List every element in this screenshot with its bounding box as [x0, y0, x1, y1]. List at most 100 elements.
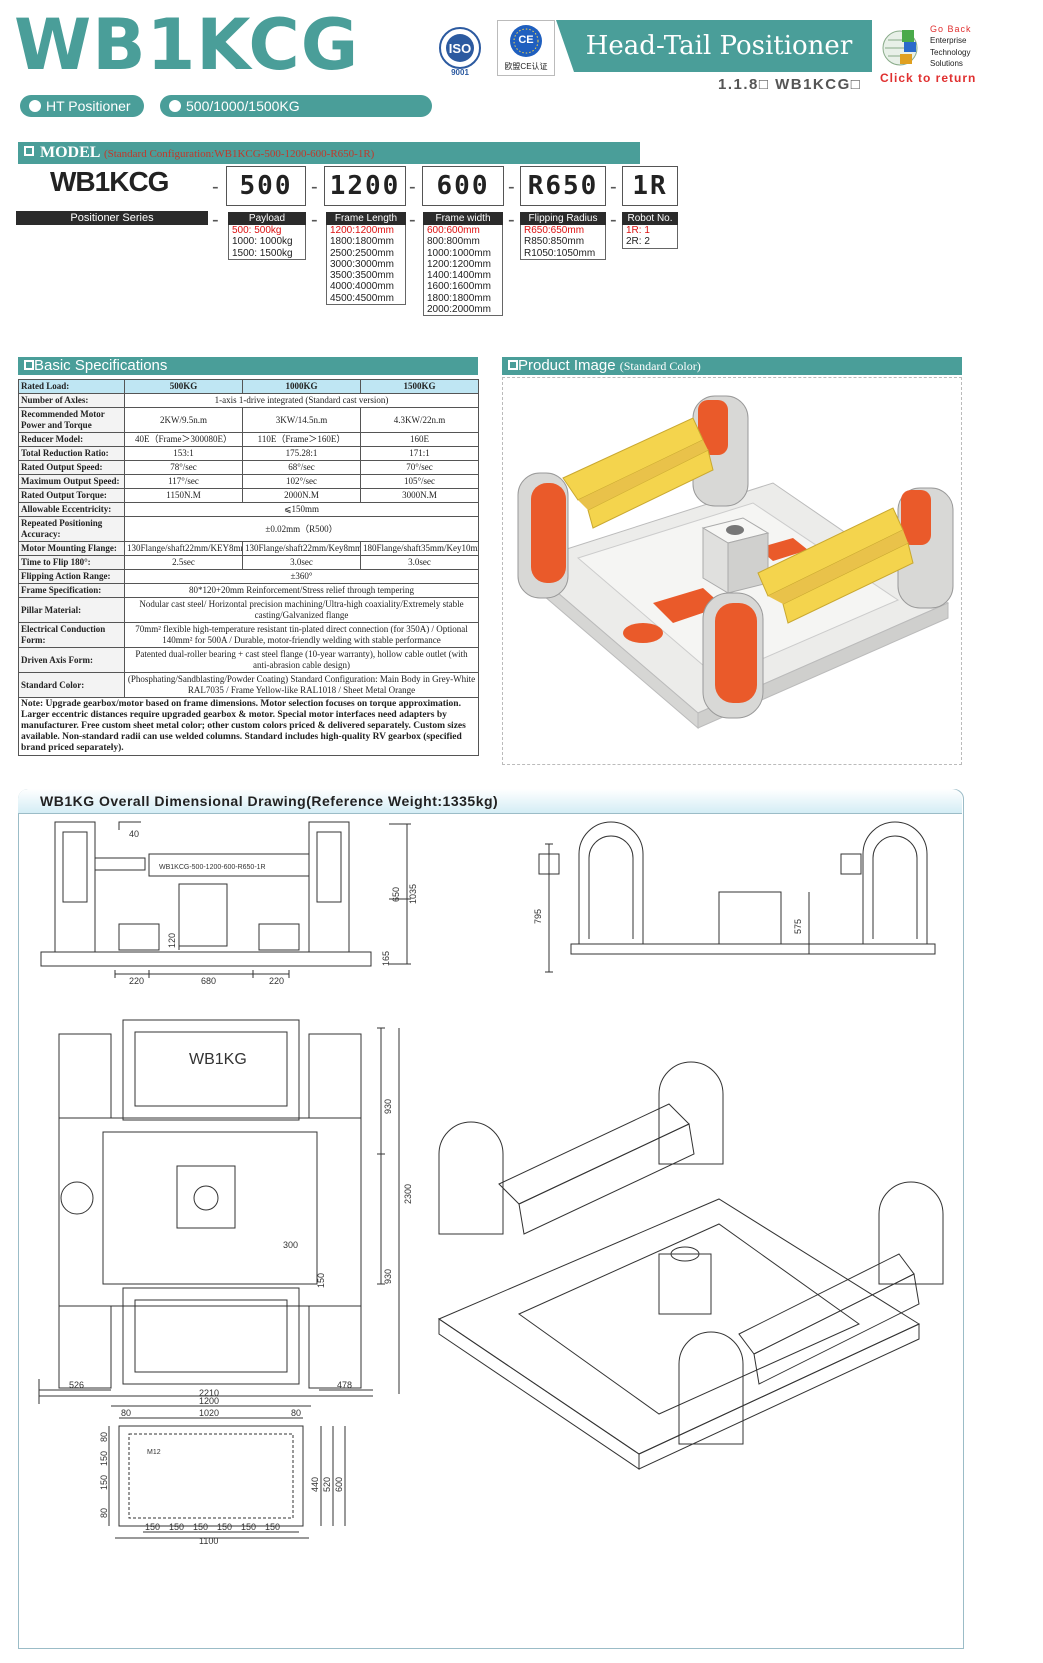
- specs-row-label: Time to Flip 180°:: [18, 555, 125, 570]
- option-item: 1R: 1: [626, 225, 650, 236]
- specs-row-label: Maximum Output Speed:: [18, 474, 125, 489]
- specs-row-label: Electrical Conduction Form:: [18, 622, 125, 648]
- specs-row-value: (Phosphating/Sandblasting/Powder Coating…: [124, 672, 479, 698]
- product-section-header: Product Image (Standard Color): [502, 357, 962, 375]
- specs-header-cell: 500KG: [124, 379, 243, 394]
- series-label-bar: Positioner Series: [16, 211, 208, 225]
- ce-caption: 欧盟CE认证: [504, 62, 548, 71]
- specs-row-label: Repeated Positioning Accuracy:: [18, 516, 125, 542]
- option-item: R650:650mm: [524, 225, 585, 236]
- specs-row-value: 160E: [360, 432, 479, 447]
- specs-row-label: Standard Color:: [18, 672, 125, 698]
- code-separator: -: [508, 209, 515, 231]
- plan-dim-930-top: 930: [383, 1099, 393, 1114]
- model-bar-label: MODEL: [40, 144, 101, 161]
- specs-row-label: Reducer Model:: [18, 432, 125, 447]
- specs-row: Pillar Material:Nodular cast steel/ Hori…: [18, 597, 479, 623]
- option-item: 1000: 1000kg: [232, 236, 293, 248]
- specs-row-label: Number of Axles:: [18, 393, 125, 408]
- pill-payload: 500/1000/1500KG: [160, 95, 432, 117]
- specs-row: Standard Color:(Phosphating/Sandblasting…: [18, 672, 479, 698]
- option-item: 2000:2000mm: [427, 304, 491, 316]
- model-bar: MODEL (Standard Configuration:WB1KCG-500…: [18, 142, 640, 164]
- ce-label: CE: [518, 34, 534, 46]
- front-dim-220-right: 220: [269, 976, 284, 986]
- square-icon: [24, 146, 34, 156]
- plan-view: [38, 1019, 400, 1404]
- side-dim-575: 575: [793, 919, 803, 934]
- back-link-label[interactable]: Click to return: [880, 71, 977, 85]
- side-dim-795: 795: [533, 909, 543, 924]
- dimensional-drawing: 40 650 1035 120 165 220 680 220 WB1KCG-5…: [38, 821, 944, 1546]
- option-item: 1200:1200mm: [330, 225, 394, 236]
- option-item: 3500:3500mm: [330, 270, 394, 282]
- specs-row-label: Flipping Action Range:: [18, 569, 125, 584]
- specs-row-value: ⩽150mm: [124, 502, 479, 517]
- product-image-frame: [502, 377, 962, 765]
- specs-row-label: Motor Mounting Flange:: [18, 541, 125, 556]
- pill-payload-label: 500/1000/1500KG: [186, 98, 300, 114]
- front-view: [40, 821, 411, 978]
- iso-cert-badge: ISO 9001: [434, 24, 486, 77]
- iso-number: 9001: [451, 68, 469, 77]
- option-item: 3000:3000mm: [330, 258, 394, 270]
- option-item: 1800:1800mm: [427, 292, 491, 304]
- specs-row-value: 2000N.M: [242, 488, 361, 503]
- option-item: 500: 500kg: [232, 225, 282, 236]
- specs-row-value: 3000N.M: [360, 488, 479, 503]
- plate-dim-150-2: 150: [169, 1522, 184, 1532]
- plate-dim-150-6: 150: [265, 1522, 280, 1532]
- plate-dim-600: 600: [334, 1477, 344, 1492]
- option-item: 1000:1000mm: [427, 247, 491, 259]
- plate-dim-1100: 1100: [199, 1536, 218, 1546]
- plate-dim-520: 520: [322, 1477, 332, 1492]
- specs-row-value: 117°/sec: [124, 474, 243, 489]
- plate-dim-80-left: 80: [121, 1408, 131, 1418]
- plan-dim-2300: 2300: [403, 1184, 413, 1204]
- option-item: 1500: 1500kg: [232, 247, 293, 259]
- plan-dim-300: 300: [283, 1240, 298, 1250]
- back-link[interactable]: Go Back Enterprise Technology Solutions …: [876, 18, 981, 88]
- header-tab-shape: [556, 20, 872, 72]
- header-subtitle-code: 1.1.8□ WB1KCG□: [718, 76, 862, 93]
- option-item: 600:600mm: [427, 225, 480, 236]
- option-item: 800:800mm: [427, 236, 480, 248]
- code-box-radius: R650: [520, 166, 606, 206]
- option-item: R850:850mm: [524, 236, 585, 248]
- plate-dim-1020: 1020: [199, 1408, 219, 1418]
- specs-row: Electrical Conduction Form:70mm² flexibl…: [18, 622, 479, 648]
- option-item: 1400:1400mm: [427, 270, 491, 282]
- specs-row: Motor Mounting Flange:130Flange/shaft22m…: [18, 541, 479, 556]
- back-logo-line-4: Solutions: [930, 59, 963, 68]
- specs-row-value: ±0.02mm（R500）: [124, 516, 479, 542]
- iso-label: ISO: [448, 41, 472, 56]
- front-dim-650: 650: [391, 887, 401, 902]
- specs-row: Reducer Model:40E（Frame＞300080E）110E（Fra…: [18, 432, 479, 447]
- specs-row-value: 2KW/9.5n.m: [124, 407, 243, 433]
- product-image: [517, 395, 954, 730]
- plate-dim-150-4: 150: [217, 1522, 232, 1532]
- specs-row-value: 2.5sec: [124, 555, 243, 570]
- code-separator: -: [311, 176, 318, 198]
- side-view: [538, 821, 936, 973]
- drawing-title: WB1KG Overall Dimensional Drawing(Refere…: [40, 793, 499, 809]
- option-group-header: Robot No.: [622, 212, 678, 225]
- code-separator: -: [508, 176, 515, 198]
- back-logo-line-1: Go Back: [930, 24, 972, 34]
- front-dim-220-left: 220: [129, 976, 144, 986]
- page-title: WB1KCG: [14, 4, 360, 86]
- specs-note-row: Note: Upgrade gearbox/motor based on fra…: [18, 697, 479, 756]
- pill-type-label: HT Positioner: [46, 98, 131, 114]
- specs-section-header: Basic Specifications: [18, 357, 478, 375]
- plate-dim-150-1: 150: [145, 1522, 160, 1532]
- specs-row-label: Recommended Motor Power and Torque: [18, 407, 125, 433]
- option-item: 4000:4000mm: [330, 281, 394, 293]
- series-label: Positioner Series: [70, 212, 154, 224]
- plate-dim-80-right: 80: [291, 1408, 301, 1418]
- option-item: 2R: 2: [626, 236, 650, 248]
- product-title: Product Image: [518, 357, 616, 374]
